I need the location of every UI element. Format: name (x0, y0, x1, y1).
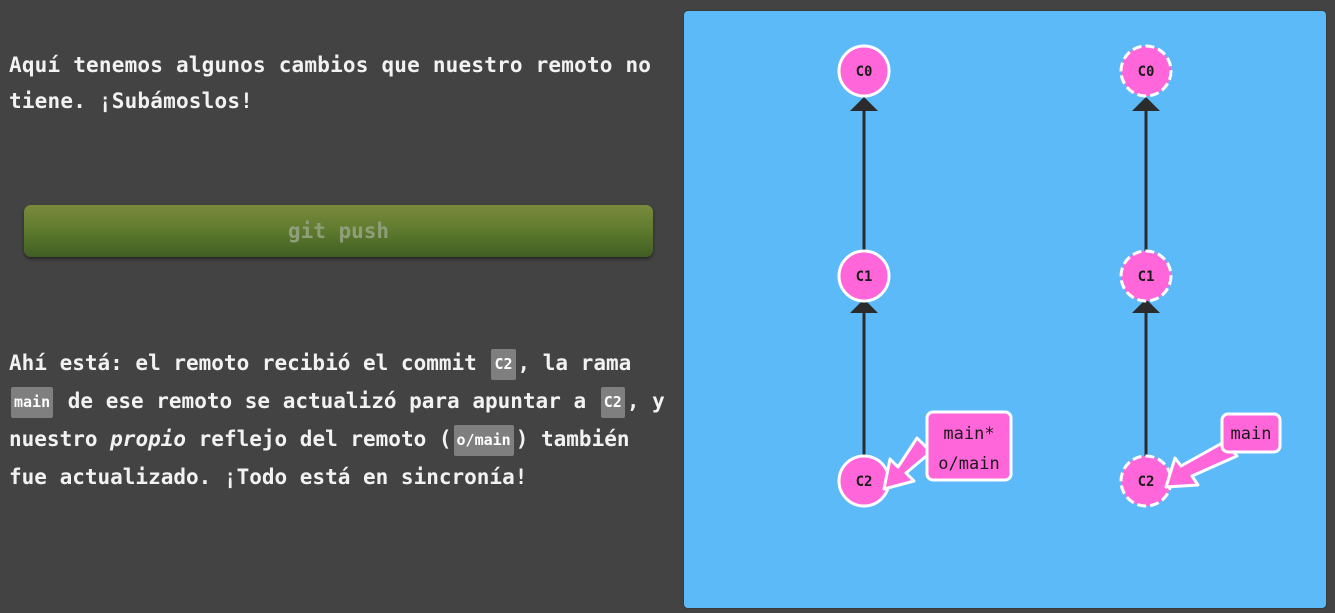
result-text: Ahí está: el remoto recibió el commit C2… (9, 344, 674, 496)
result-text-part: Ahí está: el remoto recibió el commit (9, 351, 490, 375)
commit-label: C1 (856, 269, 873, 285)
commit-chip-c2: C2 (491, 348, 516, 380)
result-text-part: reflejo del remoto ( (186, 427, 452, 451)
local-commits: C0 C1 C2 (837, 44, 891, 508)
git-tree-diagram: C0 C1 C2 C0 C1 C2 (837, 44, 1282, 508)
branch-box-local (925, 410, 1013, 482)
arrowhead-c1-local (850, 299, 878, 313)
commit-chip-c2: C2 (600, 386, 625, 418)
commit-label: C1 (1138, 269, 1155, 285)
branch-label-origin-main: o/main (938, 454, 999, 474)
result-text-part: , y nuestro (9, 389, 665, 451)
arrowhead-c0-local (850, 97, 878, 111)
commit-label: C0 (856, 64, 873, 80)
intro-text: Aquí tenemos algunos cambios que nuestro… (9, 53, 652, 113)
branch-arrow-remote (1164, 440, 1239, 489)
commit-node-c1-remote: C1 (1119, 249, 1173, 303)
arrowhead-c0-remote (1132, 97, 1160, 111)
branch-label-main: main (1231, 424, 1272, 444)
branch-arrow-local (882, 436, 933, 491)
result-text-part: ) también fue actualizado. ¡Todo está en… (9, 427, 630, 489)
result-text-part: de ese remoto se actualizó para apuntar … (55, 389, 599, 413)
branch-local-main-origin: main* o/main (882, 410, 1013, 491)
branch-chip-origin-main: o/main (453, 424, 514, 456)
branch-remote-main: main (1164, 412, 1282, 489)
git-visualization-panel: C0 C1 C2 C0 C1 C2 (684, 11, 1326, 608)
commit-label: C0 (1138, 64, 1155, 80)
branch-box-remote (1220, 412, 1282, 454)
local-edges (850, 97, 878, 456)
result-text-part: , la rama (517, 351, 632, 375)
commit-label: C2 (856, 474, 873, 490)
git-push-command-button[interactable]: git push (24, 205, 653, 257)
instructions-panel: Aquí tenemos algunos cambios que nuestro… (9, 53, 674, 496)
commit-node-c1-local: C1 (837, 249, 891, 303)
commit-node-c2-local: C2 (837, 454, 891, 508)
remote-commits: C0 C1 C2 (1119, 44, 1173, 508)
branch-label-main-star: main* (943, 424, 994, 444)
result-text-emphasis: propio (110, 427, 187, 451)
arrowhead-c1-remote (1132, 299, 1160, 313)
commit-node-c0-remote: C0 (1119, 44, 1173, 98)
commit-label: C2 (1138, 474, 1155, 490)
remote-edges (1132, 97, 1160, 456)
branch-chip-main: main (11, 386, 54, 418)
commit-node-c0-local: C0 (837, 44, 891, 98)
commit-node-c2-remote: C2 (1119, 454, 1173, 508)
